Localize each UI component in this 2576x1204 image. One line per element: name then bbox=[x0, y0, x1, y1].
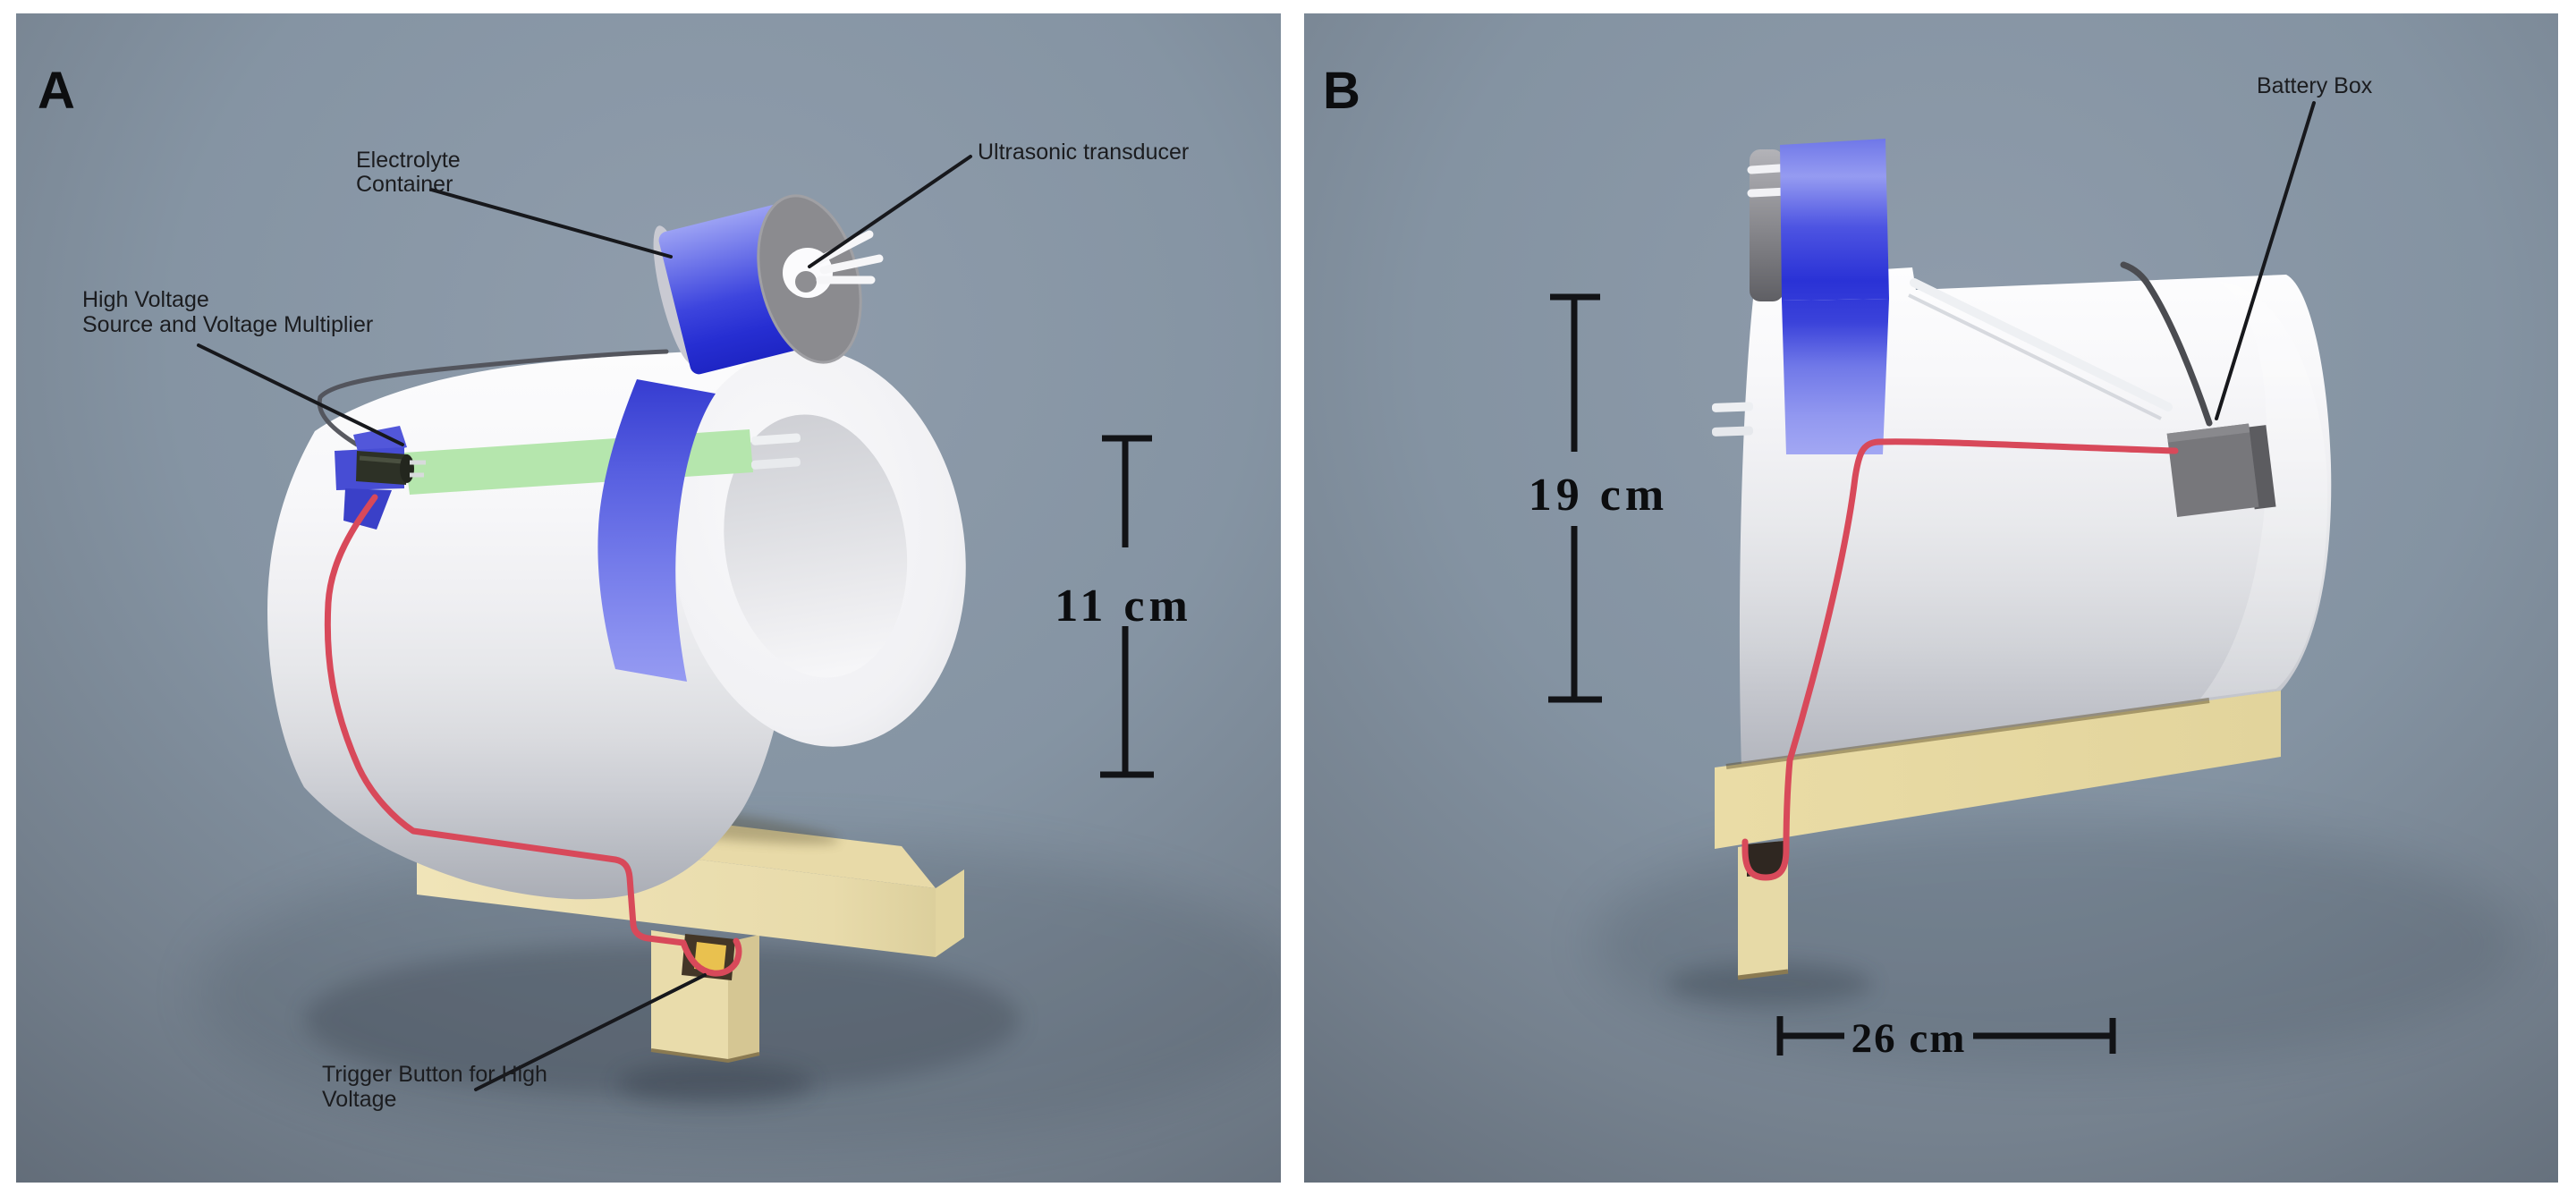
dimension-19cm-lines bbox=[1548, 293, 1602, 703]
panel-b-canvas: B Battery Box 19 cm 26 cm bbox=[1304, 13, 2558, 1183]
dimension-19cm-text: 19 cm bbox=[1529, 470, 1668, 521]
dimension-26cm-text: 26 cm bbox=[1852, 1015, 1967, 1062]
bore-hole bbox=[724, 414, 908, 678]
label-high-voltage-line2: Source and Voltage Multiplier bbox=[82, 312, 373, 337]
cable-conduit bbox=[1910, 278, 2173, 411]
label-trigger-line1: Trigger Button for High bbox=[322, 1062, 547, 1087]
gray-signal-wire bbox=[317, 349, 669, 447]
dimension-11cm: 11 cm bbox=[1055, 435, 1192, 778]
battery-box bbox=[2166, 423, 2276, 517]
wood-beam-b bbox=[1715, 691, 2281, 849]
panel-a: A Electrolyte Container Ultrasonic trans… bbox=[16, 13, 1281, 1183]
ground-shadow-wide-b bbox=[1592, 818, 2522, 1069]
hv-source-pins bbox=[410, 460, 426, 478]
leader-trigger bbox=[474, 973, 707, 1091]
leader-transducer bbox=[808, 155, 972, 268]
ground-shadow-leg-b bbox=[1666, 962, 1872, 1005]
transducer-edge bbox=[1750, 149, 1784, 301]
strap-over-container bbox=[1780, 139, 1889, 301]
label-electrolyte-line1: Electrolyte bbox=[356, 148, 461, 173]
electrode-pin-bottom bbox=[750, 457, 801, 470]
leader-high-voltage bbox=[197, 343, 404, 446]
electrode-pin-top-b bbox=[1711, 402, 1754, 412]
wood-leg-bottom-b bbox=[1737, 969, 1789, 980]
leader-electrolyte bbox=[429, 188, 673, 259]
red-power-wire bbox=[324, 494, 742, 977]
dimension-26cm-lines bbox=[1776, 1016, 2116, 1056]
hv-source-highlight bbox=[359, 455, 403, 464]
main-cylinder-side bbox=[1739, 267, 2332, 767]
battery-box-front bbox=[2166, 423, 2259, 517]
electrode-pin-top bbox=[750, 433, 801, 445]
trigger-button-cap bbox=[694, 942, 726, 972]
electrolyte-container-assembly bbox=[653, 194, 884, 375]
cable-conduit-shadow bbox=[1908, 293, 2162, 420]
hv-source-cap bbox=[400, 454, 414, 483]
wood-beam-end bbox=[936, 869, 964, 957]
panel-a-letter: A bbox=[38, 62, 75, 120]
cylinder-end-highlight bbox=[2200, 282, 2328, 699]
label-high-voltage-line1: High Voltage bbox=[82, 287, 209, 312]
mounting-strap bbox=[597, 379, 716, 682]
trigger-button bbox=[682, 934, 735, 980]
label-trigger-line2: Voltage bbox=[322, 1087, 396, 1112]
battery-box-top-edge bbox=[2166, 423, 2250, 443]
strap-on-cylinder bbox=[1782, 299, 1889, 454]
transducer-hub-hole bbox=[795, 271, 817, 293]
leader-battery bbox=[2215, 101, 2316, 420]
dimension-11cm-lines bbox=[1100, 435, 1154, 778]
label-electrolyte-line2: Container bbox=[356, 172, 453, 197]
label-transducer: Ultrasonic transducer bbox=[978, 140, 1189, 165]
wood-leg-bottom-edge bbox=[650, 1048, 760, 1064]
label-battery: Battery Box bbox=[2257, 73, 2373, 98]
panel-a-canvas: A Electrolyte Container Ultrasonic trans… bbox=[16, 13, 1281, 1183]
beam-contact-shadow-b bbox=[1725, 698, 2210, 769]
electrode-pin-bottom-b bbox=[1711, 426, 1754, 437]
dimension-19cm: 19 cm bbox=[1529, 293, 1668, 703]
battery-wire bbox=[2120, 261, 2213, 427]
dimension-26cm: 26 cm bbox=[1776, 1015, 2116, 1062]
red-power-wire-b bbox=[1741, 438, 2179, 881]
ground-shadow-leg bbox=[617, 1063, 814, 1106]
dimension-11cm-text: 11 cm bbox=[1055, 581, 1192, 632]
panel-b-letter: B bbox=[1323, 62, 1360, 120]
panel-b: B Battery Box 19 cm 26 cm bbox=[1304, 13, 2558, 1183]
trigger-button-b bbox=[1747, 841, 1784, 877]
